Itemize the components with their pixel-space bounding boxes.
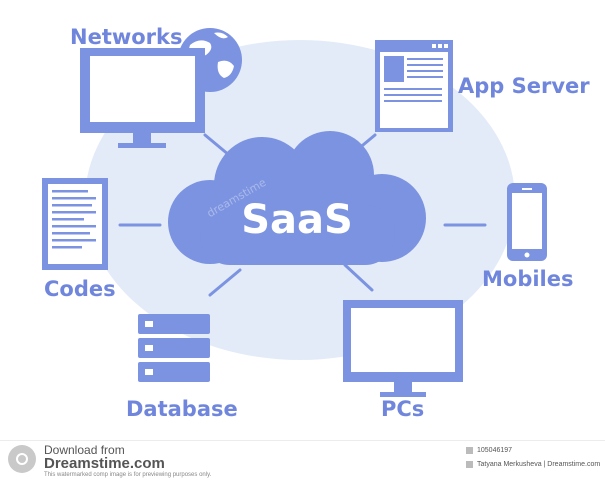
pcs-label: PCs (381, 397, 424, 421)
networks-label: Networks (70, 25, 183, 49)
saas-diagram: SaaS Networks App Server (42, 25, 590, 421)
id-icon (466, 447, 473, 454)
cloud-icon (168, 131, 426, 265)
footer: Download from Dreamstime.com This waterm… (0, 440, 605, 481)
image-id: 105046197 (477, 447, 513, 454)
download-from-text: Download from (44, 443, 125, 457)
dreamstime-logo-icon[interactable] (8, 445, 36, 473)
author-credit[interactable]: Tatyana Merkusheva | Dreamstime.com (477, 461, 601, 468)
database-label: Database (126, 397, 238, 421)
copyright-icon (466, 461, 473, 468)
author-row: Tatyana Merkusheva | Dreamstime.com (466, 461, 600, 468)
monitor-icon-networks (80, 48, 205, 148)
browser-window-icon (375, 40, 453, 132)
image-id-row: 105046197 (466, 447, 512, 454)
app-server-label: App Server (458, 74, 590, 98)
mobile-phone-icon (507, 183, 547, 261)
center-label: SaaS (241, 197, 353, 243)
document-icon (42, 178, 108, 270)
codes-label: Codes (44, 277, 116, 301)
connector-pcs (343, 263, 374, 292)
mobiles-label: Mobiles (482, 267, 574, 291)
monitor-icon-pcs (343, 300, 463, 397)
database-icon (138, 314, 210, 382)
site-link[interactable]: Dreamstime.com (44, 455, 165, 472)
disclaimer-text: This watermarked comp image is for previ… (44, 472, 212, 478)
connector-database (208, 268, 242, 297)
